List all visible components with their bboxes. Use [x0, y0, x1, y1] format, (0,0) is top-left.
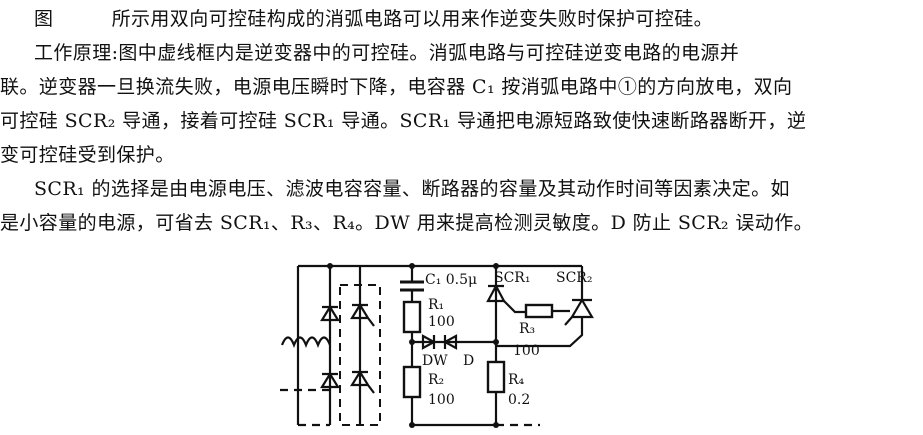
node-4 — [409, 339, 415, 345]
scr1-gate — [503, 300, 526, 314]
label-r3-value: 100 — [513, 343, 540, 359]
resistor-r2 — [402, 365, 422, 399]
paragraph-line-2: 工作原理:图中虚线框内是逆变器中的可控硅。消弧电路与可控硅逆变电路的电源并 — [34, 42, 740, 64]
paragraph-line-4: 可控硅 SCR₂ 导通，接着可控硅 SCR₁ 导通。SCR₁ 导通把电源短路致使… — [0, 110, 807, 132]
label-d: D — [463, 353, 474, 369]
paragraph-line-1: 图 所示用双向可控硅构成的消弧电路可以用来作逆变失败时保护可控硅。 — [34, 8, 714, 30]
label-dw: DW — [422, 353, 448, 369]
label-r4-name: R₄ — [508, 372, 525, 388]
label-r2-name: R₂ — [428, 372, 444, 388]
label-c1: C₁ 0.5μ — [425, 272, 477, 288]
paragraph-line-7: 是小容量的电源，可省去 SCR₁、R₃、R₄。DW 用来提高检测灵敏度。D 防止… — [0, 212, 813, 234]
capacitor-c1 — [400, 280, 424, 292]
node-2 — [409, 263, 415, 269]
node-1 — [327, 263, 333, 269]
node-3 — [493, 263, 499, 269]
thyristor-upper — [350, 302, 375, 327]
node-7 — [493, 422, 499, 428]
scr2-symbol — [564, 297, 594, 326]
label-scr1: SCR₁ — [494, 270, 530, 286]
scr1-symbol — [486, 283, 506, 303]
diode-lower — [320, 371, 340, 389]
resistor-r4 — [486, 360, 506, 394]
zener-dw — [421, 334, 437, 350]
scr2-return — [496, 317, 584, 348]
inverter-box — [339, 284, 381, 426]
thyristor-lower — [350, 369, 375, 394]
paragraph-line-3: 联。逆变器一旦换流失败，电源电压瞬时下降，电容器 C₁ 按消弧电路中①的方向放电… — [0, 76, 793, 98]
resistor-r3 — [524, 303, 554, 319]
node-5 — [493, 339, 499, 345]
label-r2-value: 100 — [428, 392, 455, 408]
resistor-r1 — [402, 300, 422, 334]
label-r1-name: R₁ — [428, 297, 444, 313]
paragraph-line-6: SCR₁ 的选择是由电源电压、滤波电容容量、断路器的容量及其动作时间等因素决定。… — [34, 178, 790, 200]
label-scr2: SCR₂ — [556, 270, 592, 286]
label-r1-value: 100 — [428, 314, 455, 330]
label-r4-value: 0.2 — [508, 392, 530, 408]
inductor — [280, 336, 332, 348]
node-6 — [409, 422, 415, 428]
diode-d — [442, 334, 458, 350]
diode-upper — [320, 304, 340, 322]
label-r3-name: R₃ — [519, 321, 535, 337]
paragraph-line-5: 变可控硅受到保护。 — [0, 144, 175, 166]
